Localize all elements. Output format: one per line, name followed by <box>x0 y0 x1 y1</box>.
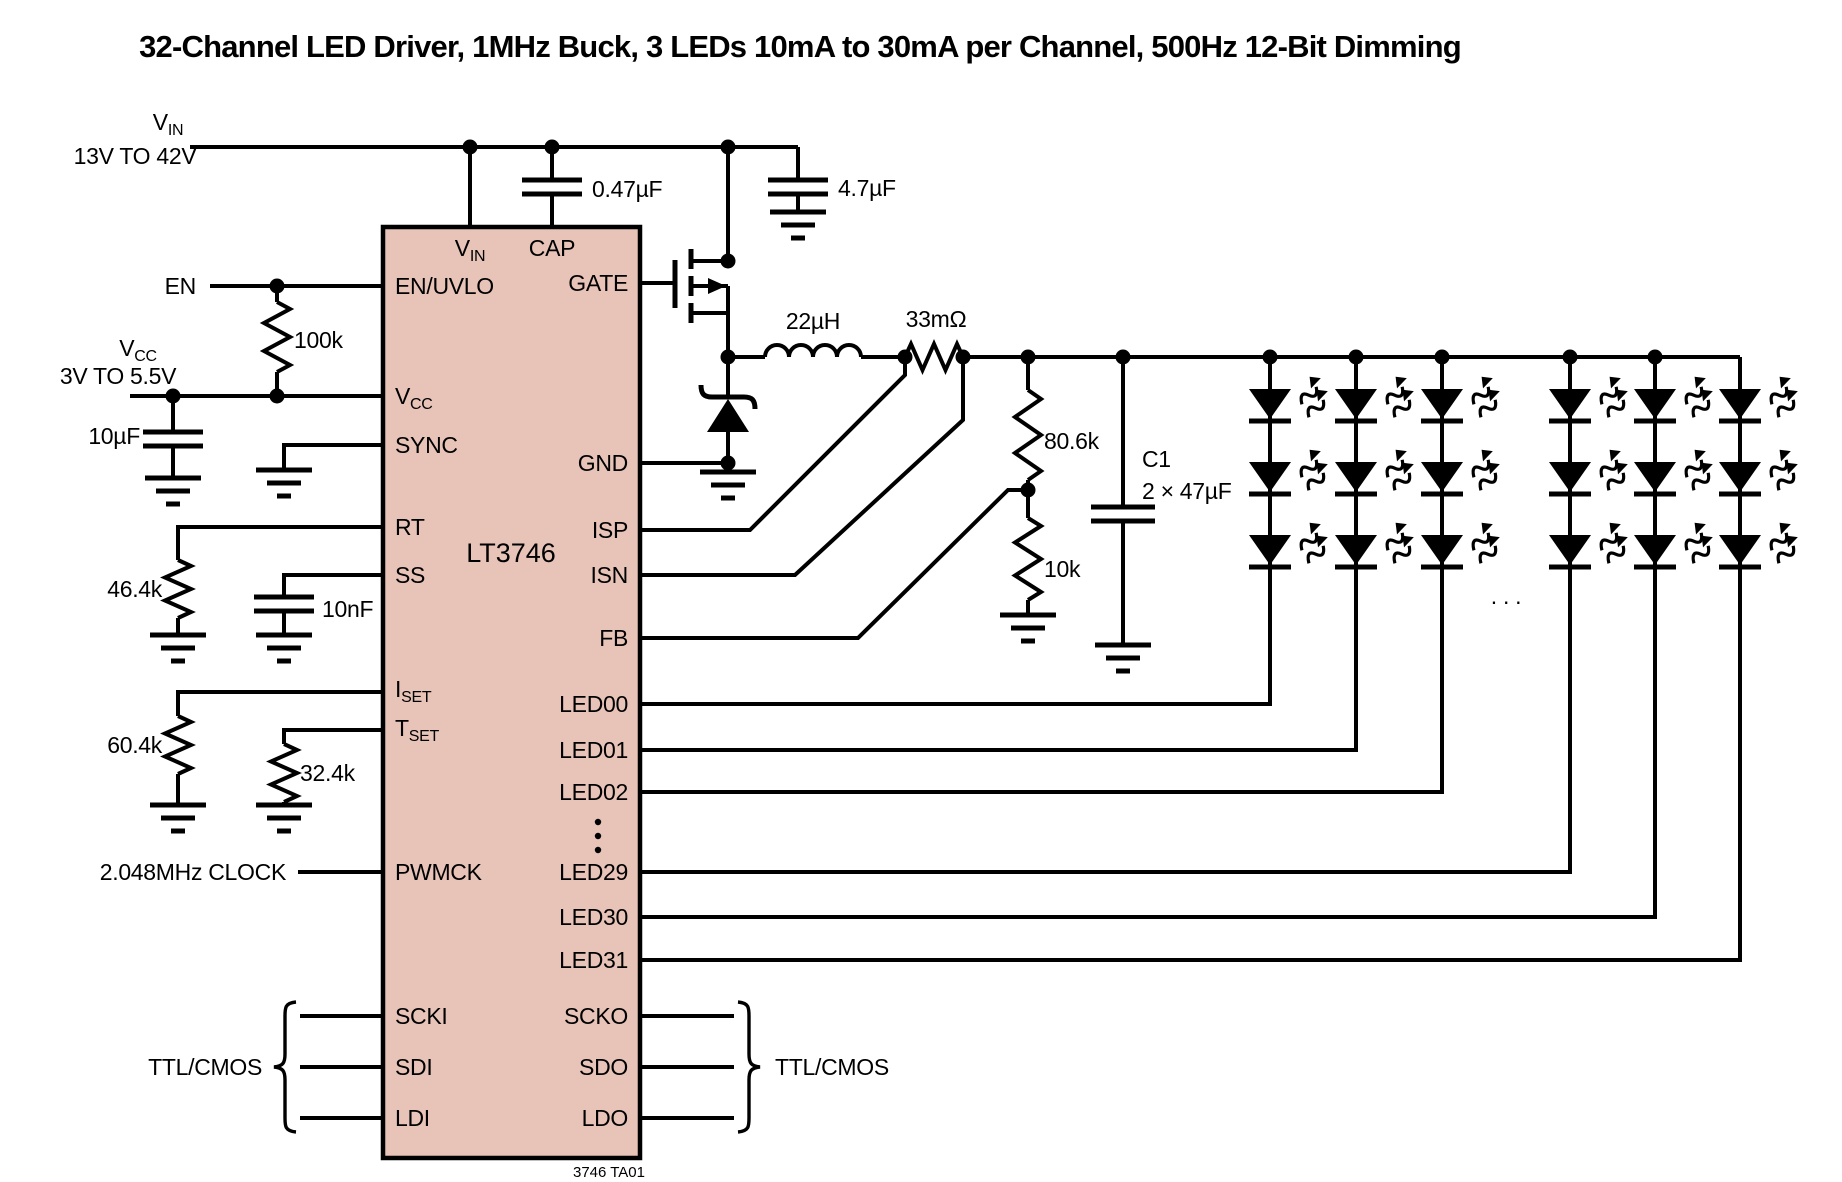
vin-range-label: 13V TO 42V <box>74 143 198 169</box>
output-capacitor <box>1091 357 1155 671</box>
pin-scko: SCKO <box>564 1003 628 1029</box>
ttl-cmos-left-label: TTL/CMOS <box>148 1054 262 1080</box>
page-title: 32-Channel LED Driver, 1MHz Buck, 3 LEDs… <box>139 29 1461 64</box>
pin-isp: ISP <box>592 517 628 543</box>
pin-pwmck: PWMCK <box>395 859 483 885</box>
pin-vin: VIN <box>455 235 485 265</box>
rt-network <box>150 525 383 661</box>
pin-gate: GATE <box>568 270 628 296</box>
pin-iset: ISET <box>395 676 432 706</box>
tset-network <box>256 728 383 831</box>
inductor <box>763 343 863 358</box>
ss-capacitor-value: 10nF <box>322 596 373 622</box>
pin-ldo: LDO <box>582 1105 628 1131</box>
pin-tset: TSET <box>395 715 439 745</box>
rt-resistor-value: 46.4k <box>107 576 163 602</box>
led-string-4 <box>640 357 1572 874</box>
isp-trace <box>640 357 907 532</box>
pin-isn: ISN <box>591 562 628 588</box>
pin-scki: SCKI <box>395 1003 447 1029</box>
pin-led31: LED31 <box>559 947 628 973</box>
pin-sdi: SDI <box>395 1054 432 1080</box>
ic-name: LT3746 <box>466 538 556 568</box>
pin-led00: LED00 <box>559 691 628 717</box>
vin-supply-label: VIN <box>153 109 183 139</box>
pin-rt: RT <box>395 514 425 540</box>
feedback-divider <box>1000 357 1056 641</box>
tset-resistor-value: 32.4k <box>300 760 356 786</box>
fb-trace <box>640 488 1028 640</box>
sense-resistor <box>903 339 965 375</box>
pin-vcc: VCC <box>395 383 433 413</box>
fb-top-value: 80.6k <box>1044 428 1100 454</box>
input-capacitor-value: 4.7µF <box>838 175 896 201</box>
output-capacitor-name: C1 <box>1142 446 1171 472</box>
sync-ground <box>256 443 383 496</box>
input-capacitor <box>768 147 828 238</box>
clock-label: 2.048MHz CLOCK <box>100 859 287 885</box>
isn-trace <box>640 357 965 577</box>
inductor-value: 22µH <box>786 308 840 334</box>
ss-network <box>254 573 383 661</box>
ttl-cmos-right-label: TTL/CMOS <box>775 1054 889 1080</box>
led-array-ellipsis: . . . <box>1491 583 1521 609</box>
cap-pin-capacitor-value: 0.47µF <box>592 176 663 202</box>
vin-rail <box>190 139 798 227</box>
pin-led30: LED30 <box>559 904 628 930</box>
mosfet-body-arrow <box>708 278 726 294</box>
vcc-capacitor-value: 10µF <box>88 423 140 449</box>
catch-diode <box>698 357 758 463</box>
fb-bottom-value: 10k <box>1044 556 1081 582</box>
serial-output-wires <box>640 1000 761 1134</box>
pin-gnd: GND <box>578 450 628 476</box>
led-strings: . . . <box>640 349 1804 962</box>
buck-mosfet <box>640 147 736 357</box>
iset-resistor-value: 60.4k <box>107 732 163 758</box>
pin-sdo: SDO <box>579 1054 628 1080</box>
pin-led02: LED02 <box>559 779 628 805</box>
serial-input-wires <box>273 1000 383 1134</box>
pin-ss: SS <box>395 562 425 588</box>
cap-pin-capacitor <box>522 147 582 227</box>
vcc-network <box>130 388 383 505</box>
pin-en-uvlo: EN/UVLO <box>395 273 494 299</box>
ic-block: LT3746 VIN CAP EN/UVLO VCC SYNC RT SS IS… <box>380 224 643 1161</box>
gnd-network <box>640 455 756 499</box>
led-string-3 <box>640 357 1444 794</box>
sense-resistor-value: 33mΩ <box>906 306 967 332</box>
vcc-range-label: 3V TO 5.5V <box>60 363 177 389</box>
pin-led29: LED29 <box>559 859 628 885</box>
reference-note: 3746 TA01 <box>573 1164 645 1181</box>
output-capacitor-value: 2 × 47µF <box>1142 478 1232 504</box>
pin-sync: SYNC <box>395 432 458 458</box>
iset-network <box>150 690 383 831</box>
vcc-supply-label: VCC <box>119 335 157 365</box>
pin-ellipsis <box>594 818 602 854</box>
pin-cap: CAP <box>529 235 575 261</box>
en-label: EN <box>165 273 196 299</box>
en-divider-value: 100k <box>294 327 343 353</box>
pin-led01: LED01 <box>559 737 628 763</box>
pin-fb: FB <box>599 625 628 651</box>
pin-ldi: LDI <box>395 1105 430 1131</box>
